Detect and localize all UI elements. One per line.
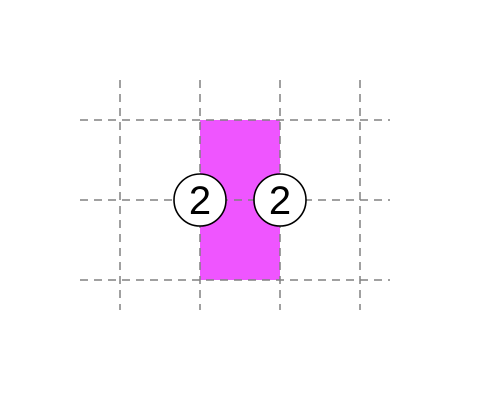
clue-1: 2 <box>253 173 307 227</box>
clue-number: 2 <box>269 179 291 223</box>
clue-circle <box>173 173 227 227</box>
clue-circle <box>253 173 307 227</box>
clue-number: 2 <box>189 179 211 223</box>
clue-0: 2 <box>173 173 227 227</box>
